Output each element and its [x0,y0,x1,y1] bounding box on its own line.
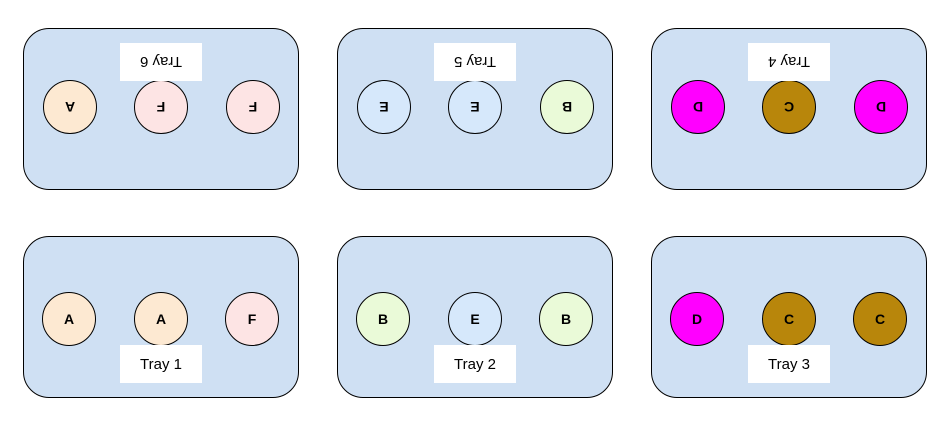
tray-2-item-3: B [539,292,593,346]
tray-4: D C D Tray 4 [651,28,927,190]
tray-2-item-2: E [448,292,502,346]
tray-4-label: Tray 4 [748,43,830,81]
tray-6: F F A Tray 6 [23,28,299,190]
tray-5-item-3: E [357,80,411,134]
tray-1-item-2: A [134,292,188,346]
tray-2-label: Tray 2 [434,345,516,383]
tray-3-label: Tray 3 [748,345,830,383]
tray-2-item-1: B [356,292,410,346]
tray-5-label: Tray 5 [434,43,516,81]
tray-3: D C C Tray 3 [651,236,927,398]
tray-4-item-3: D [671,80,725,134]
tray-6-item-2: F [134,80,188,134]
tray-1-item-3: F [225,292,279,346]
tray-4-item-2: C [762,80,816,134]
tray-4-item-1: D [854,80,908,134]
tray-1: A A F Tray 1 [23,236,299,398]
tray-3-item-2: C [762,292,816,346]
tray-5: B E E Tray 5 [337,28,613,190]
tray-6-item-3: A [43,80,97,134]
tray-2: B E B Tray 2 [337,236,613,398]
tray-1-item-1: A [42,292,96,346]
tray-1-label: Tray 1 [120,345,202,383]
tray-5-item-2: E [448,80,502,134]
tray-5-item-1: B [540,80,594,134]
tray-6-item-1: F [226,80,280,134]
tray-6-label: Tray 6 [120,43,202,81]
tray-3-item-1: D [670,292,724,346]
tray-3-item-3: C [853,292,907,346]
